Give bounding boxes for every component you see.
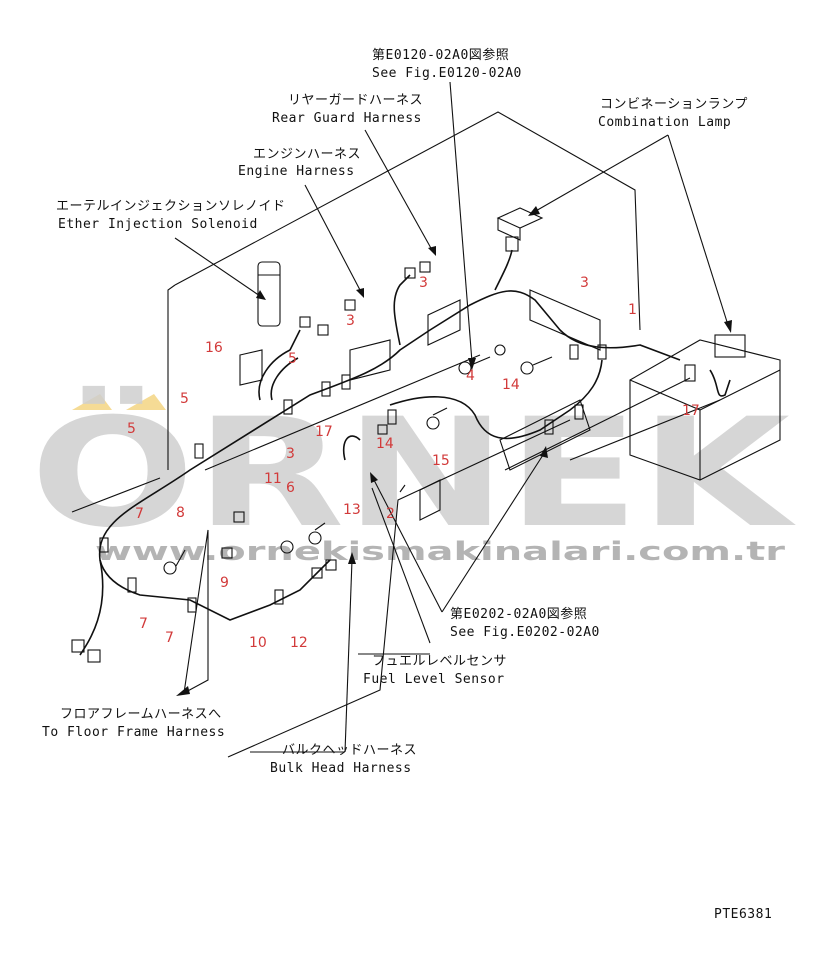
part-number: 3 (419, 275, 428, 291)
part-number: 2 (386, 506, 395, 522)
callout-labels: 第E0120-02A0図参照 See Fig.E0120-02A0 リヤーガード… (42, 47, 748, 776)
part-number: 17 (682, 403, 700, 419)
engine-harness-jp: エンジンハーネス (253, 147, 361, 162)
see-fig-bottom-en: See Fig.E0202-02A0 (450, 625, 600, 640)
ether-solenoid-jp: エーテルインジェクションソレノイド (56, 199, 286, 214)
part-numbers: 1 2 3 3 3 3 4 5 5 5 6 7 7 7 8 9 10 11 12… (127, 275, 700, 651)
watermark-url: www.ornekismakinalari.com.tr (95, 537, 785, 567)
part-number: 14 (502, 377, 520, 393)
part-number: 3 (580, 275, 589, 291)
part-number: 10 (249, 635, 267, 651)
part-number: 5 (127, 421, 136, 437)
see-fig-top-en: See Fig.E0120-02A0 (372, 66, 522, 81)
part-number: 7 (135, 506, 144, 522)
part-number: 11 (264, 471, 282, 487)
part-number: 3 (286, 446, 295, 462)
bulk-head-harness-en: Bulk Head Harness (270, 761, 412, 776)
part-number: 5 (180, 391, 189, 407)
part-number: 7 (165, 630, 174, 646)
chassis-outline (71, 111, 781, 758)
rear-guard-harness-en: Rear Guard Harness (272, 111, 422, 126)
part-number: 6 (286, 480, 295, 496)
rear-guard-harness-jp: リヤーガードハーネス (288, 93, 423, 108)
combination-lamp-en: Combination Lamp (598, 115, 731, 130)
harness-routing (71, 207, 746, 663)
watermark-brand: ÖRNEK (30, 385, 796, 561)
part-number: 12 (290, 635, 308, 651)
part-number: 17 (315, 424, 333, 440)
leader-lines (174, 81, 732, 753)
part-number: 5 (288, 351, 297, 367)
ether-solenoid-en: Ether Injection Solenoid (58, 217, 258, 232)
drawing-code: PTE6381 (714, 907, 772, 922)
part-number: 7 (139, 616, 148, 632)
floor-frame-harness-en: To Floor Frame Harness (42, 725, 225, 740)
see-fig-bottom-jp: 第E0202-02A0図参照 (450, 606, 587, 622)
part-number: 13 (343, 502, 361, 518)
engine-harness-en: Engine Harness (238, 164, 355, 179)
part-number: 14 (376, 436, 394, 452)
part-number: 3 (346, 313, 355, 329)
fuel-level-sensor-jp: フュエルレベルセンサ (372, 654, 507, 669)
combination-lamp-jp: コンビネーションランプ (600, 97, 748, 112)
part-number: 9 (220, 575, 229, 591)
part-number: 8 (176, 505, 185, 521)
floor-frame-harness-jp: フロアフレームハーネスへ (60, 707, 222, 722)
part-number: 16 (205, 340, 223, 356)
watermark-accent-right (126, 394, 166, 410)
watermark: ÖRNEK www.ornekismakinalari.com.tr (30, 385, 796, 567)
bulk-head-harness-jp: バルクヘッドハーネス (282, 743, 417, 758)
fuel-level-sensor-en: Fuel Level Sensor (363, 672, 505, 687)
part-number: 4 (466, 368, 475, 384)
part-number: 1 (628, 302, 637, 318)
watermark-accent-left (72, 394, 112, 410)
see-fig-top-jp: 第E0120-02A0図参照 (372, 47, 509, 63)
part-number: 15 (432, 453, 450, 469)
